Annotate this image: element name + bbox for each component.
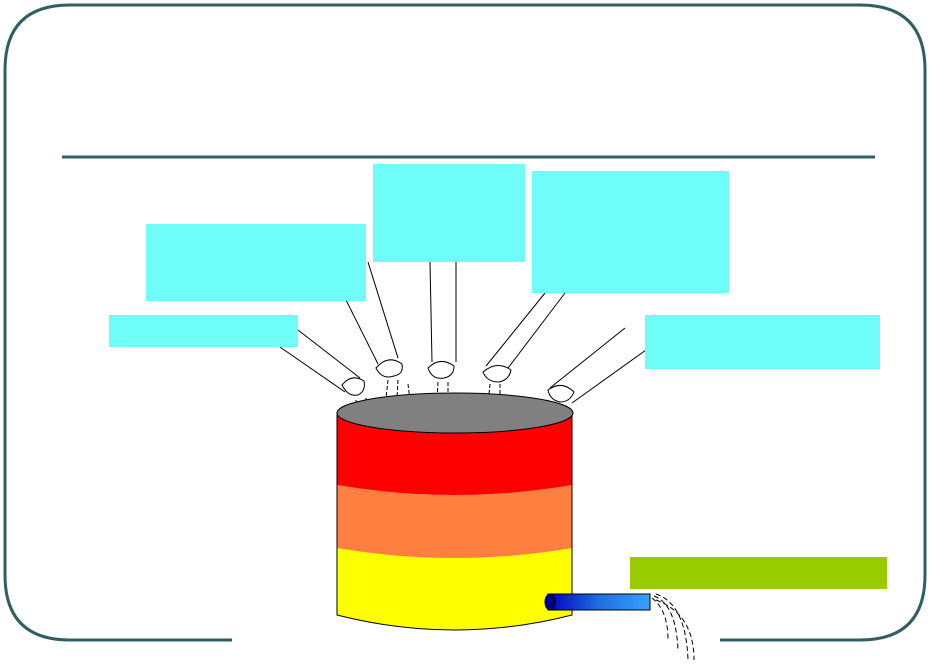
- slide-frame: [3, 3, 927, 642]
- inflow-pipe-4: [485, 292, 566, 373]
- outflow-pipe: [544, 593, 651, 611]
- tank-layer-top: [337, 413, 572, 495]
- inflow-pipe-1: [279, 329, 361, 393]
- tank-layer-middle: [337, 485, 572, 558]
- tank: [336, 392, 574, 631]
- inflow-pipe-3: [429, 261, 457, 363]
- callout-inflow-3: [373, 164, 525, 262]
- inflow-pipe-2: [345, 261, 399, 365]
- callout-inflow-2: [146, 224, 366, 301]
- inflow-pipe-5: [549, 327, 647, 404]
- callout-inflow-5: [645, 315, 880, 369]
- output-label: [630, 557, 887, 589]
- tank-top-surface: [336, 392, 574, 434]
- pipe-icon: [341, 359, 575, 403]
- callout-inflow-1: [109, 315, 298, 347]
- callout-inflow-4: [532, 171, 729, 293]
- water-spray-icon: [651, 593, 695, 661]
